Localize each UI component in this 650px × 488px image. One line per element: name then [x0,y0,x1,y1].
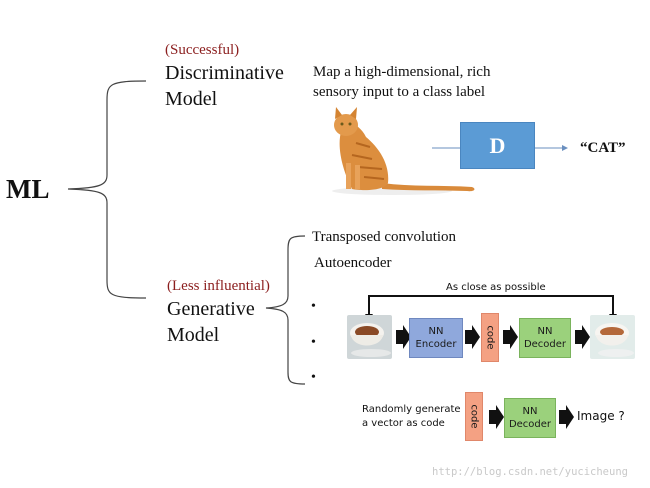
discriminator-box: D [460,122,535,169]
generation-code-label: code [468,404,480,429]
generative-bullet-1: • [311,299,316,314]
discriminative-description-line2: sensory input to a class label [313,84,486,100]
encoder-label-line1: NN [428,326,444,337]
generation-text: Randomly generate a vector as code [362,403,461,431]
feedback-arrow [368,295,614,316]
encoder-label-line2: Encoder [415,339,457,350]
generation-text-line2: a vector as code [362,418,445,429]
generation-decoder-label-line1: NN [522,406,538,417]
code-box: code [481,313,499,362]
generative-title-line1: Generative [167,298,255,320]
decoder-label-line1: NN [537,326,553,337]
generative-tag: (Less influential) [167,278,270,294]
arrow-decoder-to-output [575,325,590,349]
discriminative-title-line2: Model [165,88,218,110]
d-to-cat-arrowhead [562,145,568,151]
ml-root-label: ML [6,174,50,204]
decoder-label-line2: Decoder [523,339,567,350]
feedback-label: As close as possible [446,282,546,293]
generative-item-autoencoder: Autoencoder [314,255,392,271]
arrow-decoder-to-image [559,405,574,429]
cat-output-label: “CAT” [580,140,626,156]
encoder-box: NN Encoder [409,318,463,358]
generative-item-transposed-convolution: Transposed convolution [312,229,457,245]
discriminative-title-line1: Discriminative [165,62,284,84]
discriminative-description-line1: Map a high-dimensional, rich [313,64,491,80]
code-label: code [484,325,496,350]
arrow-code-to-decoder-gen [489,405,504,429]
arrow-code-to-decoder [503,325,518,349]
generative-bullet-3: • [311,370,316,385]
arrow-encoder-to-code [465,325,480,349]
generative-bullet-2: • [311,335,316,350]
watermark: http://blog.csdn.net/yucicheung [432,466,628,478]
decoder-box: NN Decoder [519,318,571,358]
ml-brace [67,80,147,299]
arrow-input-to-encoder [396,325,411,349]
input-coffee-image [347,315,392,359]
discriminative-tag: (Successful) [165,42,240,58]
generation-decoder-label-line2: Decoder [508,419,552,430]
output-coffee-image [590,315,635,359]
generative-title-line2: Model [167,324,220,346]
generation-decoder-box: NN Decoder [504,398,556,438]
generation-code-box: code [465,392,483,441]
cat-image [322,103,482,195]
generative-brace [265,235,306,385]
generation-text-line1: Randomly generate [362,404,461,415]
generated-image-label: Image ? [577,409,625,423]
